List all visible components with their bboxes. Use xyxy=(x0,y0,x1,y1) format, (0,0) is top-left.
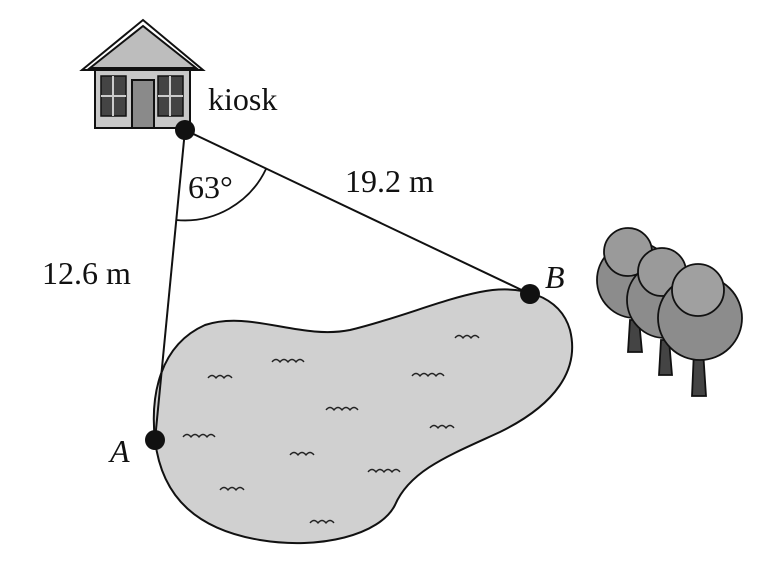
ripple xyxy=(367,468,401,474)
ripple xyxy=(454,334,480,340)
water-ripples xyxy=(182,334,480,525)
ripple xyxy=(182,433,216,439)
ripple xyxy=(411,372,445,378)
point-b-label: B xyxy=(545,259,565,295)
point-a-marker xyxy=(145,430,165,450)
point-b-marker xyxy=(520,284,540,304)
length-kiosk-b-label: 19.2 m xyxy=(345,163,434,199)
kiosk-house-icon xyxy=(79,18,206,129)
length-kiosk-a-label: 12.6 m xyxy=(42,255,131,291)
trees-icon xyxy=(596,227,743,397)
ripple xyxy=(429,424,455,430)
ripple xyxy=(289,451,315,457)
segment-kiosk-b xyxy=(184,129,531,295)
angle-arc xyxy=(175,168,267,222)
point-kiosk xyxy=(175,120,195,140)
ripple xyxy=(271,358,305,364)
segment-kiosk-a xyxy=(154,129,186,441)
kiosk-label: kiosk xyxy=(208,81,277,117)
ripple xyxy=(219,486,245,492)
pond xyxy=(152,288,574,545)
ripple xyxy=(309,519,335,525)
ripple xyxy=(325,406,359,412)
point-a-label: A xyxy=(108,433,130,469)
angle-label: 63° xyxy=(188,169,233,205)
ripple xyxy=(207,374,233,380)
